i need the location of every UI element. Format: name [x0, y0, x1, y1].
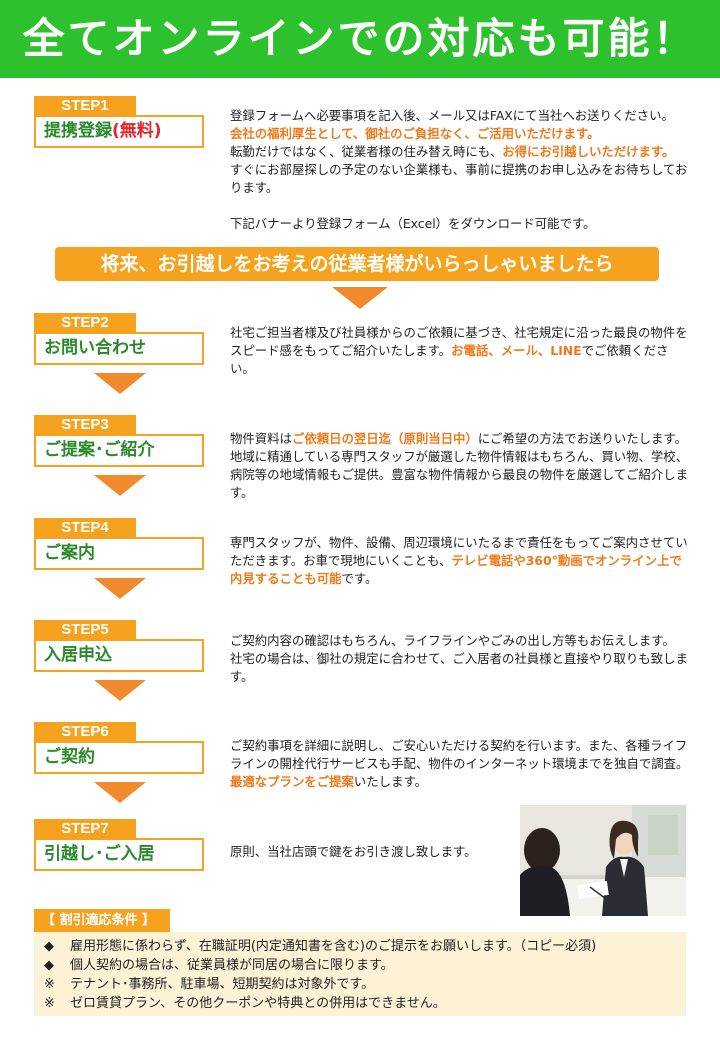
- step6-description: ご契約事項を詳細に説明し、ご安心いただける契約を行います。また、各種ライフライン…: [230, 737, 690, 791]
- step3-title: ご提案･ご紹介: [44, 440, 155, 460]
- step2-desc-highlight: お電話、メール、LINE: [451, 343, 582, 358]
- mid-banner: 将来、お引越しをお考えの従業者様がいらっしゃいましたら: [55, 247, 659, 281]
- down-arrow-icon: [94, 782, 146, 803]
- condition-text: 個人契約の場合は、従業員様が同居の場合に限ります。: [70, 958, 394, 973]
- down-arrow-icon: [94, 578, 146, 599]
- step4-desc-text: 専門スタッフが、物件、設備、周辺環境にいたるまで責任をもってご案内させていただき…: [230, 535, 688, 568]
- note-mark-icon: ※: [44, 977, 55, 992]
- condition-item: ※ テナント･事務所、駐車場、短期契約は対象外です。: [44, 975, 678, 994]
- page-title-banner: 全てオンラインでの対応も可能！: [0, 0, 720, 78]
- step5-title-box: 入居申込: [34, 639, 204, 672]
- step3-tab: STEP3: [34, 415, 136, 435]
- step1-desc-p5: 下記バナーより登録フォーム（Excel）をダウンロード可能です。: [230, 216, 596, 231]
- step7-title: 引越し･ご入居: [44, 844, 155, 864]
- step7-title-box: 引越し･ご入居: [34, 838, 204, 871]
- step1-description: 登録フォームへ必要事項を記入後、メール又はFAXにて当社へお送りください。 会社…: [230, 107, 690, 233]
- step2-title-box: お問い合わせ: [34, 332, 204, 365]
- step1-desc-p4: すぐにお部屋探しの予定のない企業様も、事前に提携のお申し込みをお待ちしております…: [230, 162, 688, 195]
- step7-description: 原則、当社店頭で鍵をお引き渡し致します。: [230, 843, 510, 861]
- step7-tab: STEP7: [34, 819, 136, 839]
- step4-desc-highlight: テレビ電話や360°動画でオンライン上で内見することも可能: [230, 553, 682, 586]
- step2-description: 社宅ご担当者様及び社員様からのご依頼に基づき、社宅規定に沿った最良の物件をスピー…: [230, 324, 690, 378]
- step6-title-box: ご契約: [34, 741, 204, 774]
- step3-desc-text: 物件資料は: [230, 431, 292, 446]
- step4-title: ご案内: [44, 543, 95, 563]
- step3-title-box: ご提案･ご紹介: [34, 434, 204, 467]
- condition-text: テナント･事務所、駐車場、短期契約は対象外です。: [70, 977, 375, 992]
- step6-desc-highlight: 最適なプランをご提案: [230, 774, 354, 789]
- step1-title-box: 提携登録(無料): [34, 115, 204, 148]
- step3-description: 物件資料はご依頼日の翌日迄（原則当日中）にご希望の方法でお送りいたします。地域に…: [230, 430, 690, 502]
- down-arrow-icon: [94, 680, 146, 701]
- down-arrow-icon: [332, 287, 388, 309]
- step2-desc-text-end: でご依頼ください。: [230, 343, 669, 376]
- down-arrow-icon: [94, 373, 146, 394]
- condition-item: ◆ 雇用形態に係わらず、在職証明(内定通知書を含む)のご提示をお願いします。（コピ…: [44, 937, 678, 956]
- condition-text: 雇用形態に係わらず、在職証明(内定通知書を含む)のご提示をお願いします。（コピー…: [70, 939, 597, 954]
- step2-desc-text: 社宅ご担当者様及び社員様からのご依頼に基づき、社宅規定に沿った最良の物件をスピー…: [230, 325, 688, 358]
- step5-desc-p1: ご契約内容の確認はもちろん、ライフラインやごみの出し方等もお伝えします。: [230, 633, 675, 648]
- condition-item: ※ ゼロ賃貸プラン、その他クーポンや特典との併用はできません。: [44, 994, 678, 1013]
- note-mark-icon: ※: [44, 996, 55, 1011]
- step1-desc-highlight: 会社の福利厚生として、御社のご負担なく、ご活用いただけます。: [230, 126, 600, 141]
- step1-desc-p3-highlight: お得にお引越しいただけます。: [502, 144, 675, 159]
- step4-tab: STEP4: [34, 518, 136, 538]
- mid-banner-text: 将来、お引越しをお考えの従業者様がいらっしゃいましたら: [100, 253, 614, 275]
- step6-desc-text: ご契約事項を詳細に説明し、ご安心いただける契約を行います。また、各種ライフライン…: [230, 738, 689, 771]
- step5-desc-p2: 社宅の場合は、御社の規定に合わせて、ご入居者の社員様と直接やり取りも致します。: [230, 651, 688, 684]
- step1-free-label: (無料): [112, 121, 162, 141]
- diamond-bullet-icon: ◆: [44, 958, 54, 973]
- condition-item: ◆ 個人契約の場合は、従業員様が同居の場合に限ります。: [44, 956, 678, 975]
- diamond-bullet-icon: ◆: [44, 939, 54, 954]
- step7-desc-text: 原則、当社店頭で鍵をお引き渡し致します。: [230, 844, 477, 859]
- condition-text: ゼロ賃貸プラン、その他クーポンや特典との併用はできません。: [70, 996, 446, 1011]
- step5-title: 入居申込: [44, 645, 112, 665]
- step1-desc-p3: 転勤だけではなく、従業者様の住み替え時にも、: [230, 144, 503, 159]
- step2-tab: STEP2: [34, 313, 136, 333]
- step1-desc-p1: 登録フォームへ必要事項を記入後、メール又はFAXにて当社へお送りください。: [230, 108, 674, 123]
- conditions-box: ◆ 雇用形態に係わらず、在職証明(内定通知書を含む)のご提示をお願いします。（コピ…: [34, 932, 686, 1016]
- step6-title: ご契約: [44, 747, 95, 767]
- step5-description: ご契約内容の確認はもちろん、ライフラインやごみの出し方等もお伝えします。 社宅の…: [230, 632, 690, 686]
- consultation-photo: [520, 805, 686, 916]
- conditions-title: 【 割引適応条件 】: [34, 909, 170, 932]
- down-arrow-icon: [94, 475, 146, 496]
- step5-tab: STEP5: [34, 620, 136, 640]
- step1-title: 提携登録: [44, 121, 112, 141]
- step2-title: お問い合わせ: [44, 338, 146, 358]
- step3-desc-highlight: ご依頼日の翌日迄（原則当日中）: [291, 431, 478, 446]
- step4-desc-text-end: です。: [341, 571, 378, 586]
- step3-desc-text-end: にご希望の方法でお送りいたします。地域に精通している専門スタッフが厳選した物件情…: [230, 431, 689, 500]
- step6-tab: STEP6: [34, 722, 136, 742]
- step6-desc-text-end: いたします。: [353, 774, 428, 789]
- page-title: 全てオンラインでの対応も可能！: [22, 14, 698, 63]
- step4-description: 専門スタッフが、物件、設備、周辺環境にいたるまで責任をもってご案内させていただき…: [230, 534, 690, 588]
- step4-title-box: ご案内: [34, 537, 204, 570]
- step1-tab: STEP1: [34, 96, 136, 116]
